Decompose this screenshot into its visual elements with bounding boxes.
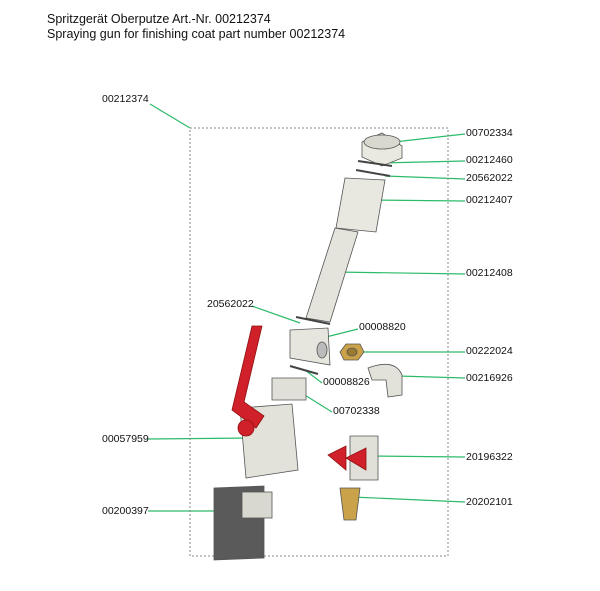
part-label: 20196322 xyxy=(466,451,513,463)
assembly-part-number: 00212374 xyxy=(102,93,149,105)
part-label: 00212408 xyxy=(466,267,513,279)
part-label: 00222024 xyxy=(466,345,513,357)
part-label: 00057959 xyxy=(102,433,149,445)
part-label: 00008826 xyxy=(323,376,370,388)
title-english: Spraying gun for finishing coat part num… xyxy=(47,27,346,41)
leader-lines xyxy=(147,103,466,512)
part-label: 00212407 xyxy=(466,194,513,206)
part-label: 20562022 xyxy=(207,298,254,310)
part-label: 20562022 xyxy=(466,172,513,184)
part-label: 00702334 xyxy=(466,127,513,139)
part-label: 00216926 xyxy=(466,372,513,384)
part-label: 00212460 xyxy=(466,154,513,166)
assembly-boundary xyxy=(189,127,449,557)
part-label: 00200397 xyxy=(102,505,149,517)
title-german: Spritzgerät Oberputze Art.-Nr. 00212374 xyxy=(47,12,271,26)
part-label: 00008820 xyxy=(359,321,406,333)
part-label: 20202101 xyxy=(466,496,513,508)
part-label: 00702338 xyxy=(333,405,380,417)
